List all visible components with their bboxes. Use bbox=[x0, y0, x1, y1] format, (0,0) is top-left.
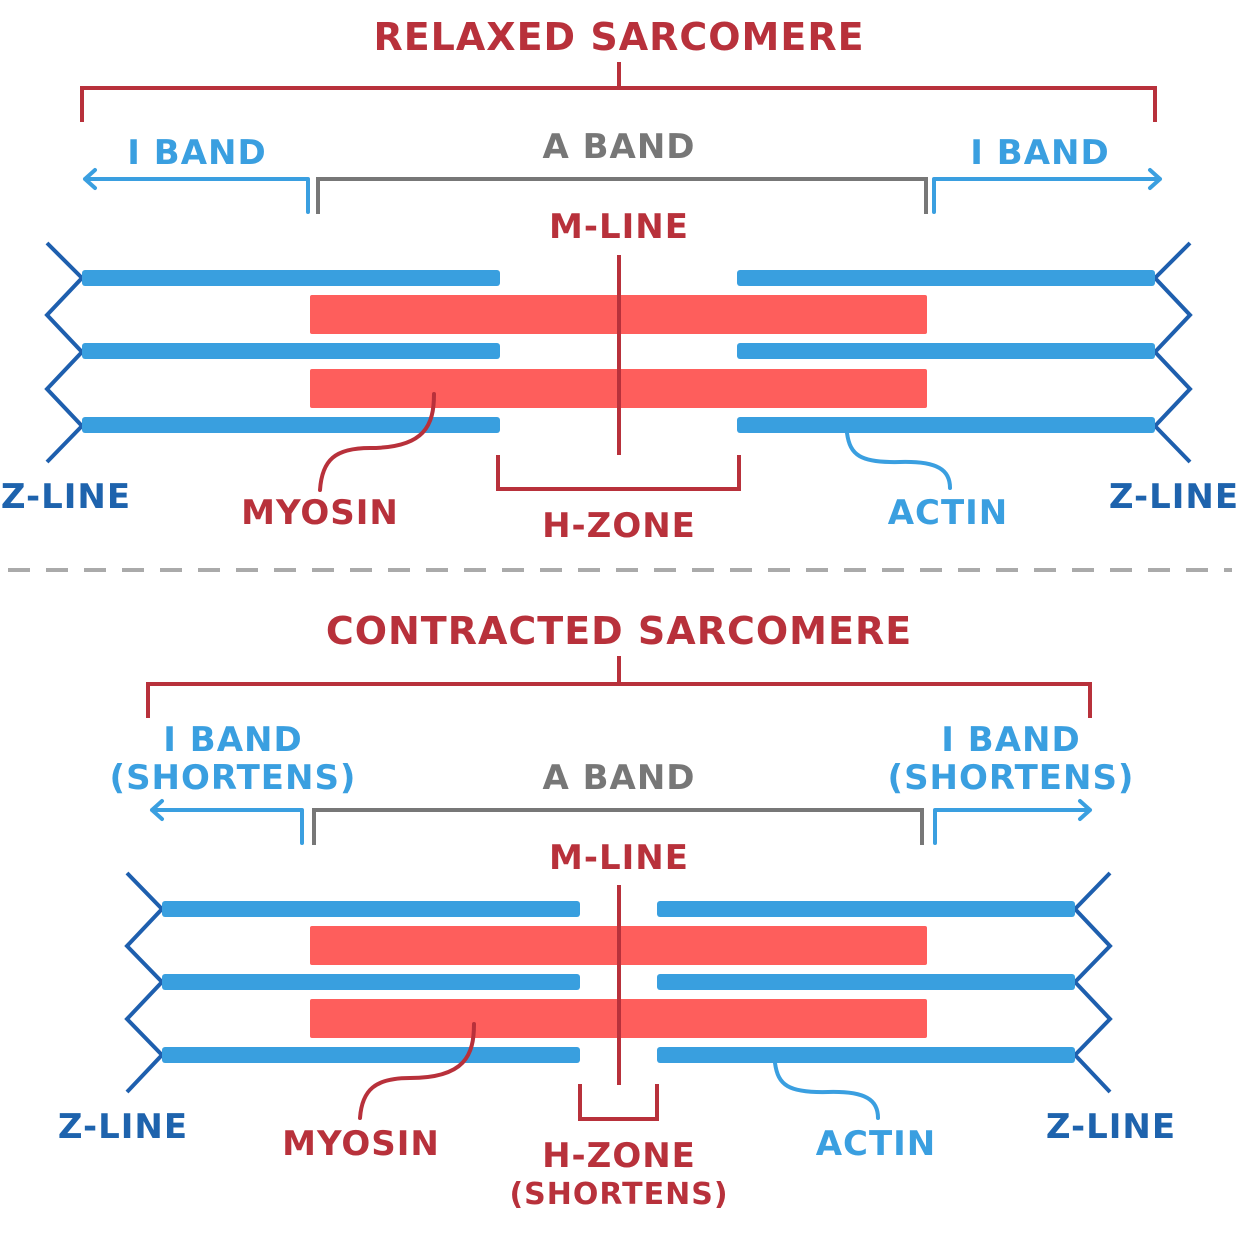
contracted-sarcomere: CONTRACTED SARCOMERE I BAND (SHORTENS) A… bbox=[58, 609, 1176, 1212]
relaxed-z-line-right bbox=[1152, 241, 1193, 464]
relaxed-a-band-label: A BAND bbox=[542, 127, 695, 167]
contracted-z-line-right bbox=[1072, 871, 1113, 1094]
relaxed-actin-left-2 bbox=[82, 343, 500, 359]
relaxed-i-band-right-arrow bbox=[932, 168, 1162, 214]
contracted-myosin-label: MYOSIN bbox=[282, 1124, 440, 1164]
contracted-a-band-bracket bbox=[312, 808, 924, 845]
contracted-h-zone-label-1: H-ZONE bbox=[542, 1136, 696, 1176]
contracted-actin-label: ACTIN bbox=[816, 1124, 937, 1164]
relaxed-actin-right-2 bbox=[737, 343, 1155, 359]
contracted-h-zone-label-2: (SHORTENS) bbox=[509, 1177, 728, 1212]
contracted-actin-right-3 bbox=[657, 1047, 1075, 1063]
contracted-m-line-label: M-LINE bbox=[549, 838, 689, 878]
relaxed-actin-left-1 bbox=[82, 270, 500, 286]
contracted-actin-left-2 bbox=[162, 974, 580, 990]
relaxed-sarcomere: RELAXED SARCOMERE I BAND A BAND I BAND M… bbox=[1, 15, 1239, 546]
relaxed-i-band-right-label: I BAND bbox=[970, 133, 1109, 173]
relaxed-m-line-label: M-LINE bbox=[549, 207, 689, 247]
contracted-sarcomere-bracket bbox=[146, 656, 1092, 718]
relaxed-h-zone-label: H-ZONE bbox=[542, 506, 696, 546]
contracted-actin-leader bbox=[773, 1061, 880, 1120]
contracted-i-band-right-arrow bbox=[933, 799, 1092, 845]
relaxed-h-zone-bracket bbox=[496, 455, 741, 491]
relaxed-z-line-right-label: Z-LINE bbox=[1109, 477, 1239, 517]
contracted-actin-right-1 bbox=[657, 901, 1075, 917]
contracted-a-band-label: A BAND bbox=[542, 758, 695, 798]
relaxed-actin-leader bbox=[845, 431, 952, 490]
relaxed-i-band-left-label: I BAND bbox=[127, 133, 266, 173]
relaxed-title: RELAXED SARCOMERE bbox=[373, 15, 864, 59]
contracted-i-band-right-label-1: I BAND bbox=[941, 720, 1080, 760]
contracted-z-line-left bbox=[124, 871, 165, 1094]
contracted-actin-left-1 bbox=[162, 901, 580, 917]
contracted-i-band-right-label-2: (SHORTENS) bbox=[888, 758, 1135, 798]
relaxed-a-band-bracket bbox=[316, 177, 928, 214]
contracted-i-band-left-label-1: I BAND bbox=[163, 720, 302, 760]
relaxed-sarcomere-bracket bbox=[80, 62, 1157, 122]
contracted-z-line-right-label: Z-LINE bbox=[1046, 1107, 1176, 1147]
relaxed-actin-right-3 bbox=[737, 417, 1155, 433]
relaxed-i-band-left-arrow bbox=[83, 168, 310, 214]
relaxed-z-line-left bbox=[44, 241, 85, 464]
relaxed-z-line-left-label: Z-LINE bbox=[1, 477, 131, 517]
contracted-actin-right-2 bbox=[657, 974, 1075, 990]
contracted-i-band-left-label-2: (SHORTENS) bbox=[110, 758, 357, 798]
contracted-title: CONTRACTED SARCOMERE bbox=[326, 609, 912, 653]
relaxed-myosin-leader bbox=[318, 392, 436, 492]
relaxed-actin-right-1 bbox=[737, 270, 1155, 286]
contracted-myosin-leader bbox=[358, 1022, 476, 1120]
contracted-i-band-left-arrow bbox=[150, 799, 304, 845]
relaxed-actin-left-3 bbox=[82, 417, 500, 433]
contracted-actin-left-3 bbox=[162, 1047, 580, 1063]
contracted-h-zone-bracket bbox=[578, 1084, 659, 1121]
relaxed-myosin-label: MYOSIN bbox=[241, 493, 399, 533]
relaxed-actin-label: ACTIN bbox=[888, 493, 1009, 533]
contracted-z-line-left-label: Z-LINE bbox=[58, 1107, 188, 1147]
